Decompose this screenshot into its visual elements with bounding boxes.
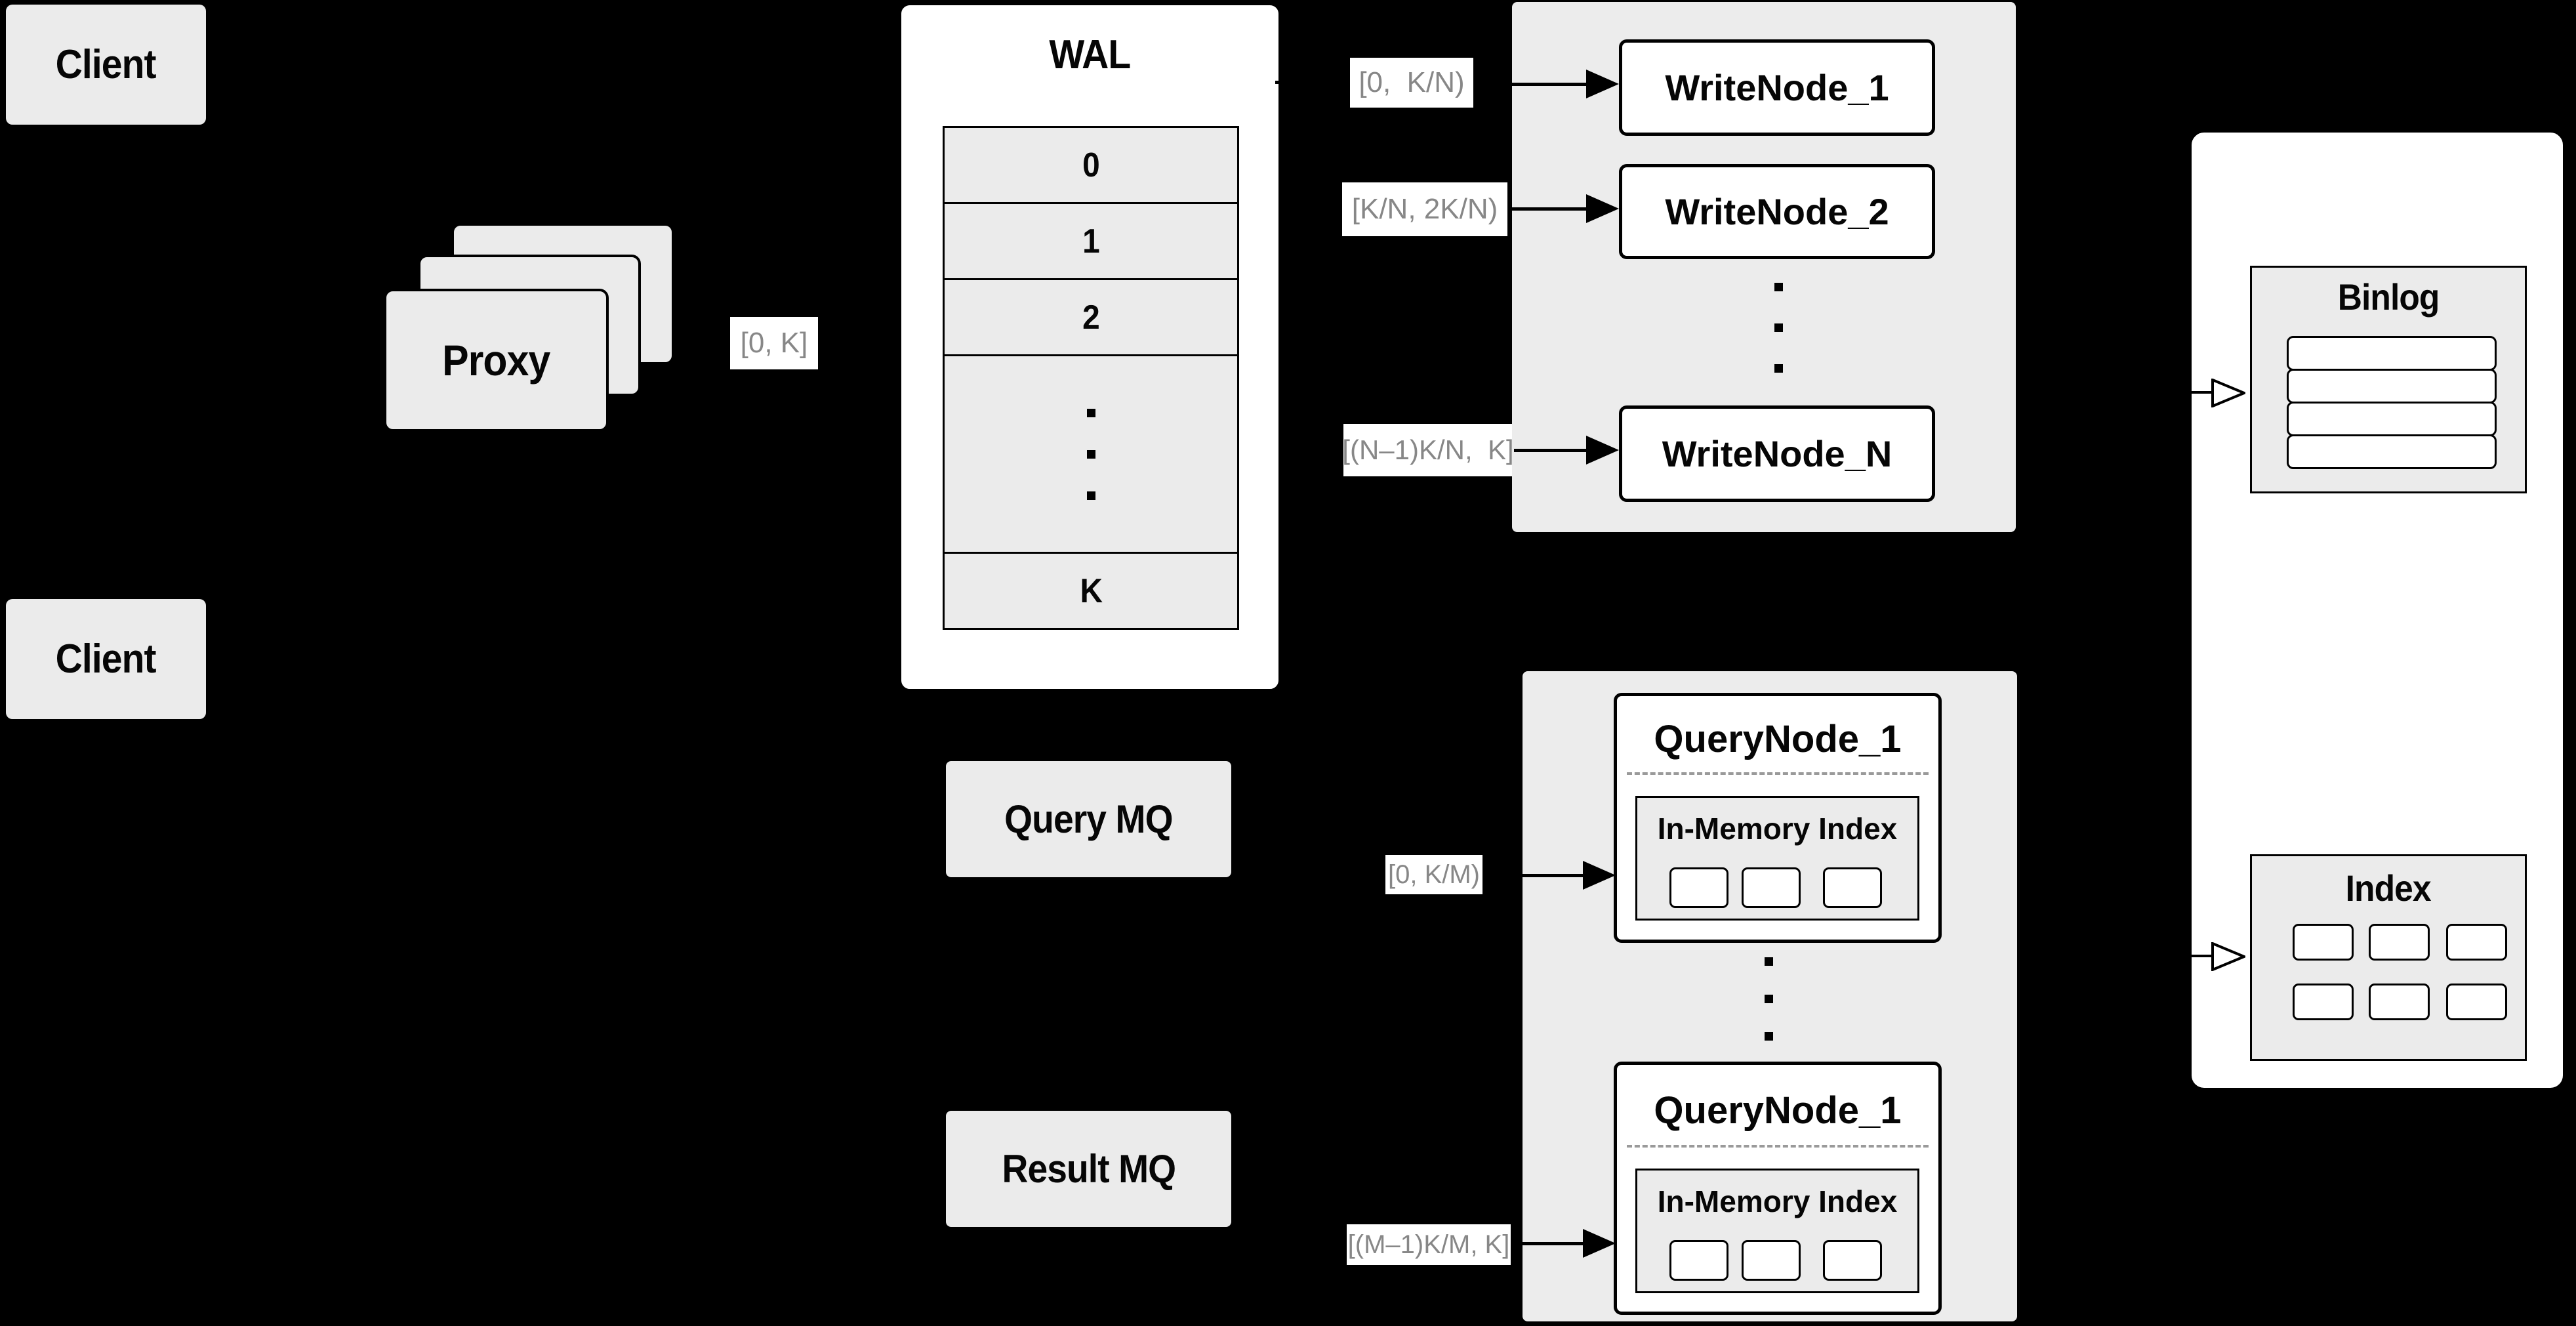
write-node-1: WriteNode_1 <box>1619 39 1935 136</box>
segment-cell <box>1669 867 1728 908</box>
in-memory-index-top: In-Memory Index <box>1635 796 1919 921</box>
client-top-label: Client <box>56 42 157 87</box>
arrowhead-querynode-top-icon <box>1583 861 1616 890</box>
client-bottom-label: Client <box>56 636 157 682</box>
index-cell <box>2293 984 2354 1020</box>
binlog-title: Binlog <box>2337 276 2440 318</box>
index-cell <box>2369 984 2430 1020</box>
proxy-node: Proxy <box>384 289 609 432</box>
wal-row-k: K <box>945 554 1237 628</box>
wal-row-0: 0 <box>945 128 1237 204</box>
wal-row-1: 1 <box>945 204 1237 280</box>
client-node-bottom: Client <box>6 599 206 719</box>
binlog-row <box>2287 434 2497 469</box>
index-cell <box>2369 924 2430 961</box>
write-node-2: WriteNode_2 <box>1619 164 1935 259</box>
segment-cell <box>1742 867 1801 908</box>
wal-title: WAL <box>1049 32 1132 77</box>
arrow-line-to-querynode-top <box>1484 874 1583 877</box>
index-cell <box>2293 924 2354 961</box>
segment-cell <box>1669 1240 1728 1281</box>
vertical-ellipsis-write-nodes <box>1774 283 1783 373</box>
arrow-line-to-binlog <box>2192 391 2214 394</box>
binlog-row <box>2287 336 2497 371</box>
index-title: Index <box>2346 867 2432 909</box>
arrowhead-querynode-bottom-icon <box>1583 1229 1616 1258</box>
wal-log-table: 0 1 2 K <box>943 126 1239 630</box>
binlog-row <box>2287 369 2497 404</box>
client-node-top: Client <box>6 5 206 125</box>
arrowhead-writenode-2-icon <box>1586 194 1619 223</box>
in-memory-index-bottom-title: In-Memory Index <box>1657 1184 1898 1218</box>
proxy-label: Proxy <box>442 336 550 384</box>
hollow-arrowhead-index-icon <box>2211 942 2245 971</box>
segment-cell <box>1823 867 1882 908</box>
query-node-group: QueryNode_1 In-Memory Index QueryNode_1 … <box>1523 671 2017 1321</box>
edge-label-wal-to-writenode-n: [(N–1)K/N, K] <box>1342 424 1514 476</box>
edge-label-wal-to-writenode-2: [K/N, 2K/N) <box>1342 182 1507 236</box>
arrow-line-to-writenode-1 <box>1475 83 1586 86</box>
in-memory-index-top-title: In-Memory Index <box>1657 812 1898 846</box>
segment-cell <box>1742 1240 1801 1281</box>
binlog-row <box>2287 402 2497 436</box>
index-box: Index <box>2250 854 2527 1061</box>
query-node-top: QueryNode_1 In-Memory Index <box>1614 693 1942 943</box>
wal-panel: WAL 0 1 2 K <box>899 3 1280 691</box>
vertical-ellipsis-query-nodes <box>1765 957 1773 1041</box>
dashed-divider-bottom <box>1627 1145 1929 1148</box>
arrow-line-to-writenode-2 <box>1509 207 1586 211</box>
arrowhead-writenode-n-icon <box>1586 436 1619 465</box>
arrow-line-to-writenode-n <box>1514 449 1586 452</box>
edge-label-proxy-to-wal-text: [0, K] <box>740 327 808 359</box>
arrow-line-to-querynode-bottom <box>1512 1242 1583 1245</box>
in-memory-index-bottom: In-Memory Index <box>1635 1169 1919 1293</box>
query-node-top-title: QueryNode_1 <box>1654 718 1902 760</box>
binlog-box: Binlog <box>2250 266 2527 493</box>
dashed-divider-top <box>1627 772 1929 775</box>
segment-cell <box>1823 1240 1882 1281</box>
binlog-rows <box>2287 336 2497 469</box>
result-mq-node: Result MQ <box>946 1111 1231 1227</box>
query-mq-node: Query MQ <box>946 761 1231 877</box>
edge-label-mq-to-querynode-bottom: [(M–1)K/M, K] <box>1347 1224 1511 1265</box>
wal-row-ellipsis <box>945 356 1237 554</box>
connector-wal-to-range-1 <box>1275 81 1349 84</box>
wal-row-2: 2 <box>945 280 1237 356</box>
store-engine-panel: Store Engine Binlog Index <box>2190 131 2565 1090</box>
query-node-bottom-title: QueryNode_1 <box>1654 1089 1902 1132</box>
edge-label-proxy-to-wal: [0, K] <box>730 317 818 369</box>
query-node-bottom: QueryNode_1 In-Memory Index <box>1614 1062 1942 1315</box>
index-cell <box>2446 984 2507 1020</box>
arrow-line-to-index <box>2192 955 2214 957</box>
vertical-ellipsis-wal <box>1086 408 1095 500</box>
edge-label-mq-to-querynode-top: [0, K/M) <box>1385 855 1482 894</box>
edge-label-wal-to-writenode-1: [0, K/N) <box>1350 58 1473 108</box>
arrowhead-writenode-1-icon <box>1586 70 1619 98</box>
write-node-n: WriteNode_N <box>1619 405 1935 502</box>
index-cell <box>2446 924 2507 961</box>
hollow-arrowhead-binlog-icon <box>2211 379 2245 407</box>
